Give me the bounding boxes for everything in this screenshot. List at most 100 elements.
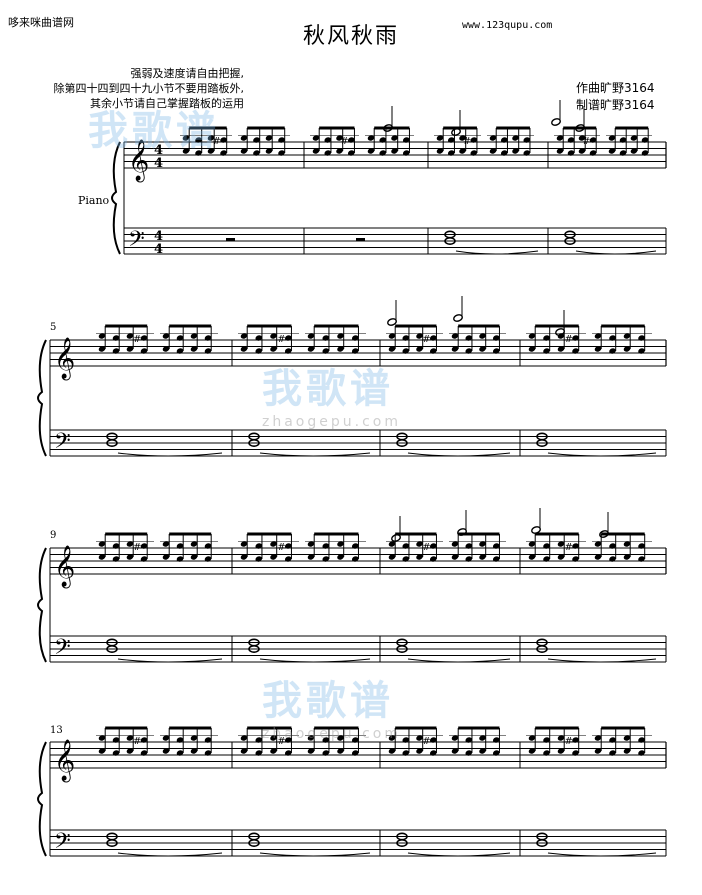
measure-number: 5 — [50, 322, 57, 333]
brace — [37, 339, 47, 457]
note-head — [619, 150, 627, 156]
note-head — [543, 335, 550, 341]
note-head — [140, 543, 148, 549]
note-head — [489, 148, 497, 154]
note-head — [162, 346, 170, 352]
note-head — [307, 333, 315, 339]
note-head — [98, 541, 106, 547]
note-head — [416, 333, 423, 339]
time-signature-top: 4 — [154, 143, 163, 158]
note-head — [98, 735, 106, 741]
note-head — [240, 333, 248, 339]
note-head — [429, 556, 437, 562]
note-head — [416, 735, 423, 741]
site-name: 哆来咪曲谱网 — [8, 16, 74, 29]
note-head — [557, 554, 565, 560]
treble-clef: 𝄞 — [54, 739, 75, 782]
note-head — [284, 348, 292, 354]
note-head — [589, 137, 597, 143]
note-head — [195, 137, 202, 143]
sharp-sign: # — [422, 334, 430, 345]
tie — [259, 658, 371, 663]
note-head — [307, 554, 315, 560]
brace — [111, 141, 121, 255]
note-head — [429, 737, 437, 743]
note-head — [543, 348, 550, 354]
note-head — [265, 135, 273, 141]
sharp-sign: # — [422, 736, 430, 747]
note-head — [190, 346, 198, 352]
note-head — [176, 556, 184, 562]
note-head — [402, 543, 410, 549]
credits: 作曲旷野3164 制谱旷野3164 — [576, 80, 655, 114]
note-head — [337, 748, 344, 754]
note-head — [470, 137, 478, 143]
note-head — [240, 148, 248, 154]
note-head — [322, 335, 330, 341]
note-head — [500, 150, 508, 156]
note-head — [190, 735, 198, 741]
tie — [547, 452, 657, 457]
note-head — [322, 737, 330, 743]
treble-clef: 𝄞 — [54, 337, 75, 380]
note-head — [619, 137, 627, 143]
note-head — [207, 135, 215, 141]
note-head — [543, 556, 550, 562]
note-head — [465, 737, 473, 743]
note-head — [337, 735, 344, 741]
note-head — [528, 346, 536, 352]
note-head — [240, 346, 248, 352]
note-head — [240, 554, 248, 560]
note-head — [322, 556, 330, 562]
note-head — [451, 346, 459, 352]
bass-note-head — [396, 832, 408, 841]
note-head — [351, 543, 359, 549]
note-head — [126, 333, 134, 339]
note-head — [459, 135, 466, 141]
note-head — [140, 750, 148, 756]
bass-note-head — [106, 432, 118, 441]
note-head — [255, 335, 263, 341]
bass-clef: 𝄢 — [54, 429, 71, 459]
note-head — [623, 333, 631, 339]
note-head — [572, 556, 579, 562]
tie — [455, 250, 539, 255]
note-head — [112, 348, 120, 354]
note-head — [465, 556, 473, 562]
tie — [117, 852, 223, 857]
note-head — [176, 335, 184, 341]
note-head — [337, 346, 344, 352]
note-head — [451, 748, 459, 754]
note-head — [451, 333, 459, 339]
note-head — [379, 150, 387, 156]
sharp-sign: # — [340, 136, 348, 147]
note-head — [556, 148, 564, 154]
note-head — [492, 750, 500, 756]
treble-clef: 𝄞 — [128, 139, 149, 182]
note-head — [351, 737, 359, 743]
note-head — [567, 150, 575, 156]
note-head — [609, 737, 616, 743]
note-head — [594, 346, 602, 352]
sharp-sign: # — [133, 334, 141, 345]
note-head — [402, 137, 410, 143]
note-head — [609, 348, 616, 354]
note-head — [388, 333, 396, 339]
note-head — [337, 333, 344, 339]
note-head — [324, 137, 332, 143]
sharp-sign: # — [277, 736, 285, 747]
time-signature-top: 4 — [154, 229, 163, 244]
note-head — [609, 750, 616, 756]
tie — [117, 658, 223, 663]
note-head — [336, 148, 343, 154]
note-head — [512, 135, 519, 141]
note-head — [98, 554, 106, 560]
note-head — [240, 735, 248, 741]
brace — [37, 547, 47, 663]
note-head — [638, 556, 645, 562]
note-head — [578, 135, 586, 141]
note-head — [190, 333, 198, 339]
instruction-line: 其余小节请自己掌握踏板的运用 — [90, 97, 244, 110]
note-head — [451, 735, 459, 741]
note-head — [220, 137, 227, 143]
